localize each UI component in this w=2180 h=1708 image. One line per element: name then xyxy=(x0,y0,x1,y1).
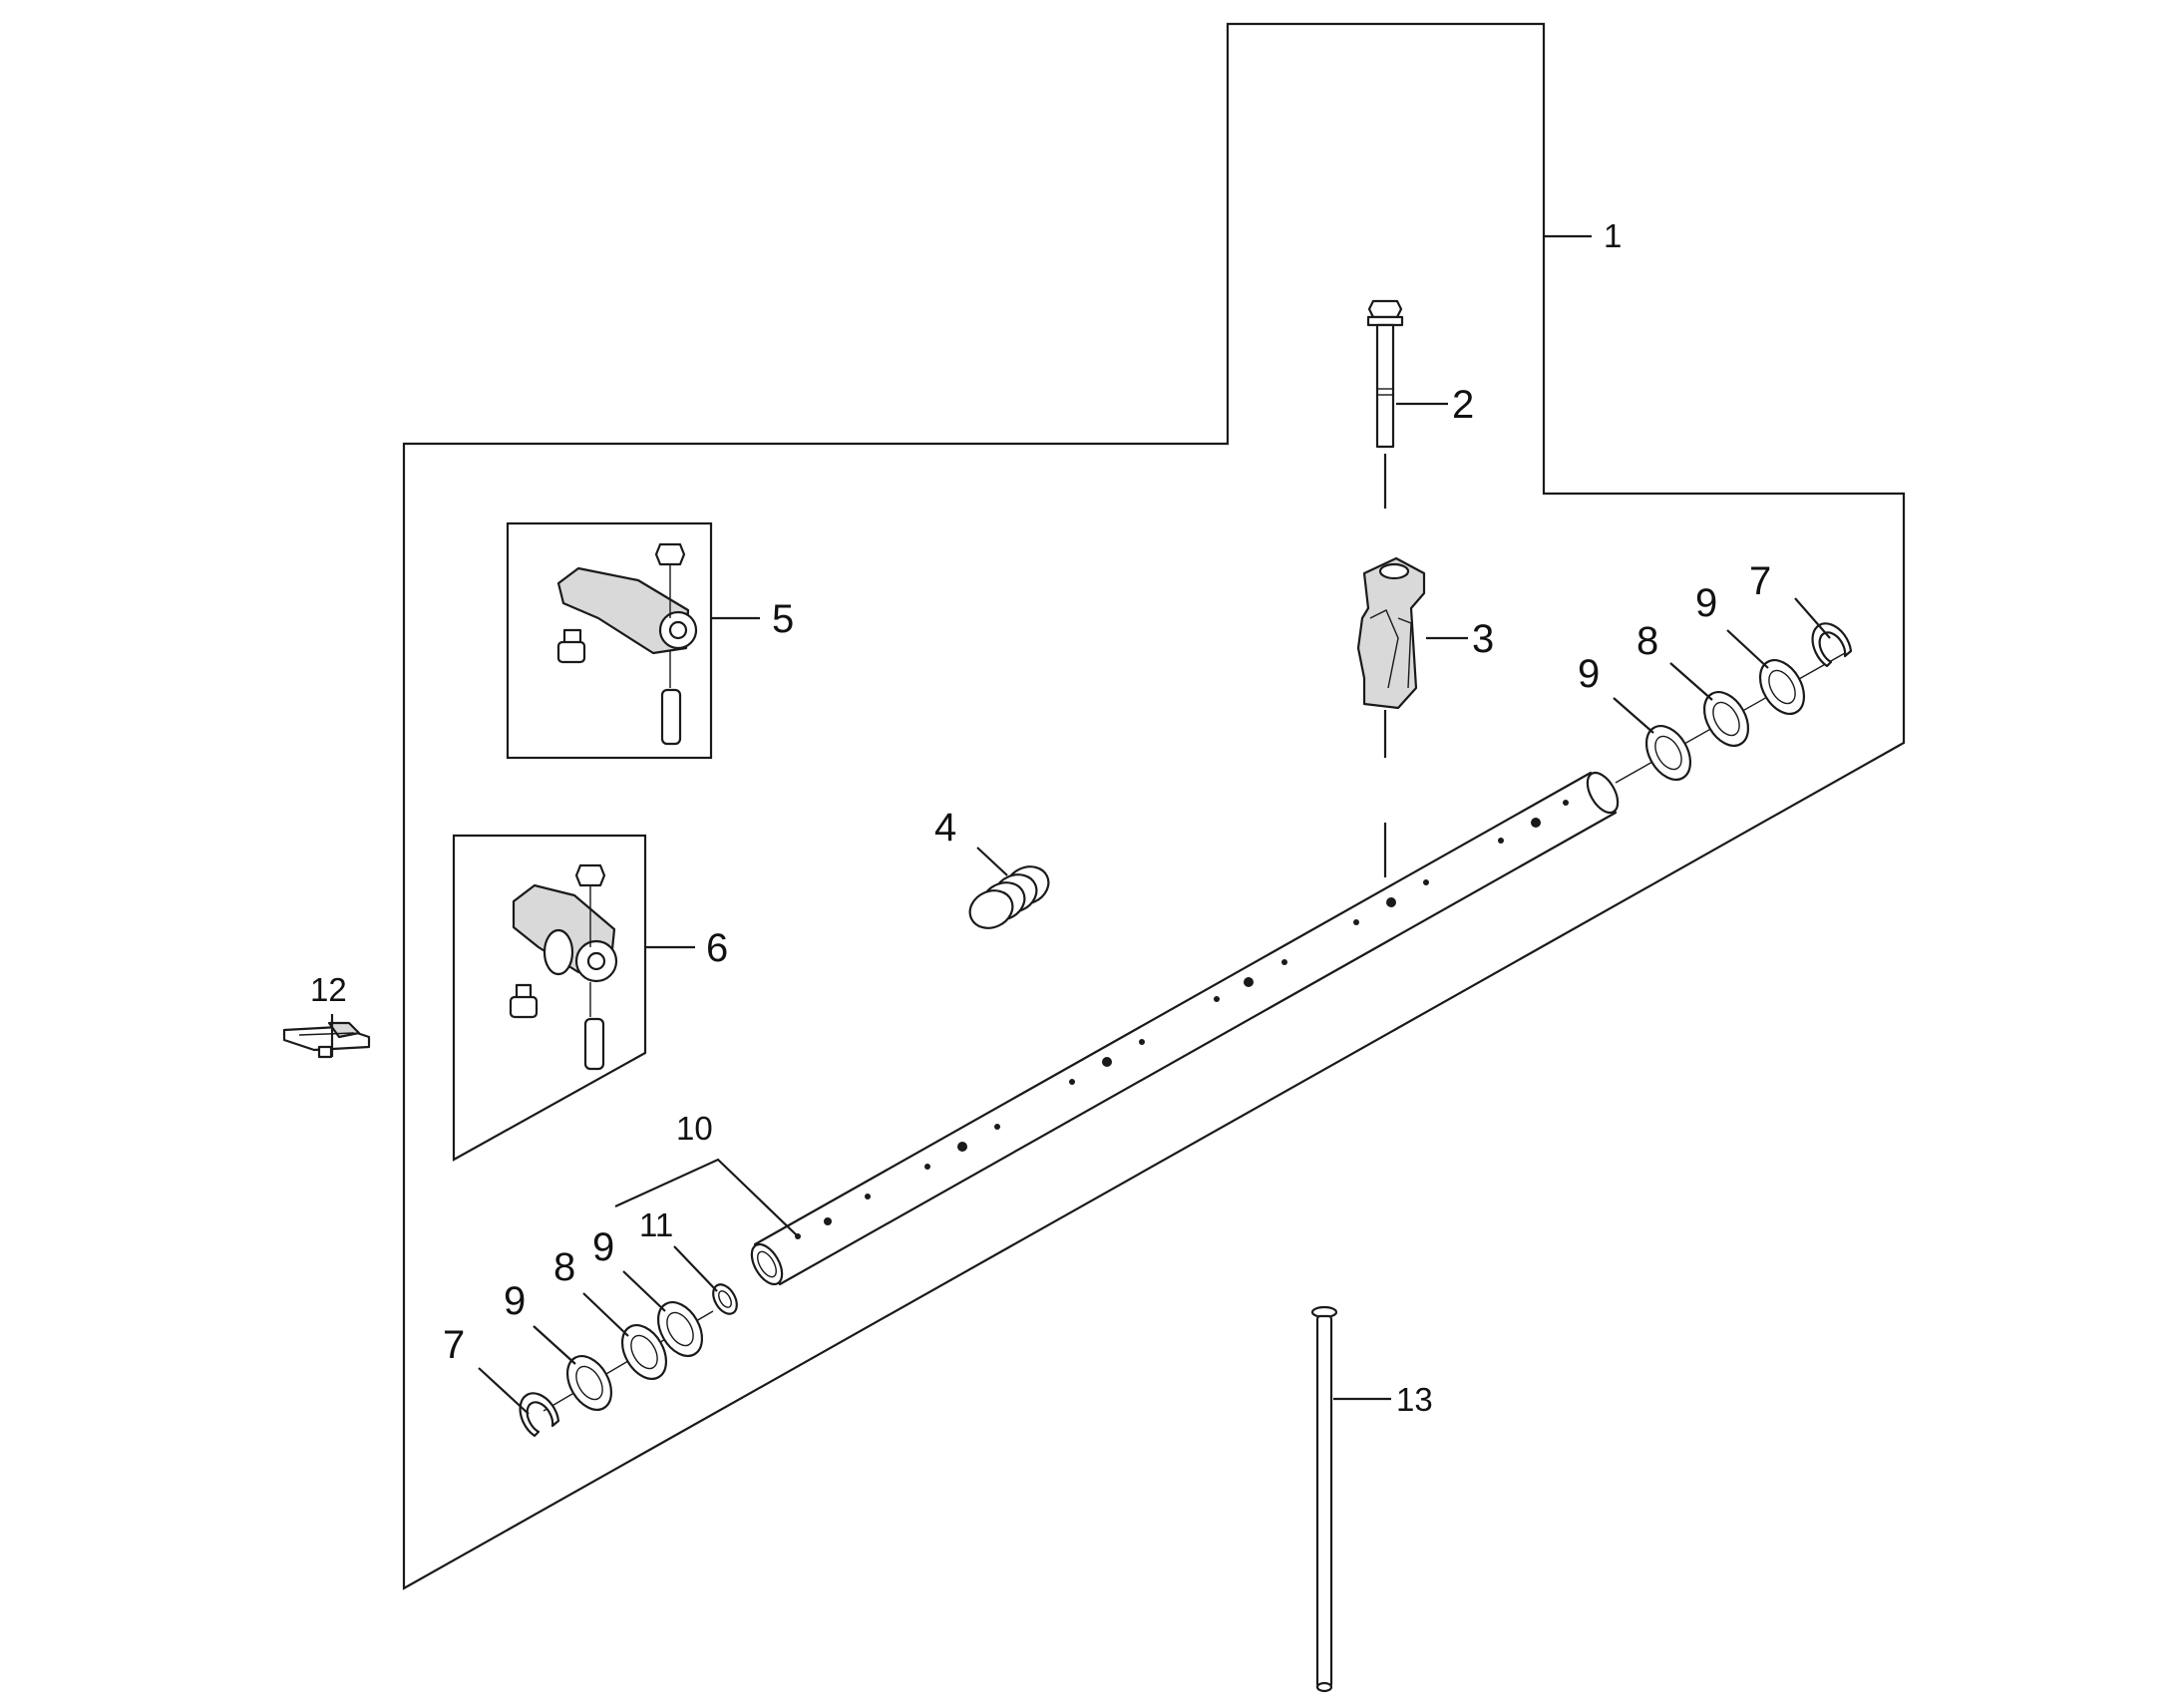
leader-10 xyxy=(614,1158,799,1237)
washer-9-right-inner xyxy=(1644,725,1692,781)
callout-9-left-a: 9 xyxy=(504,1279,526,1323)
washer-8-right xyxy=(1702,691,1750,747)
washer-9-right-outer xyxy=(1758,659,1806,715)
callout-9-right-b: 9 xyxy=(1695,581,1717,625)
leader-8-right xyxy=(1669,662,1713,701)
leader-11 xyxy=(673,1245,718,1292)
leader-9-left-b xyxy=(622,1270,666,1312)
circlip-7-right xyxy=(1811,622,1853,668)
callout-4: 4 xyxy=(934,806,956,850)
assembly-boundary xyxy=(402,22,1906,1590)
leader-8-left xyxy=(582,1292,629,1337)
spring-part xyxy=(968,865,1050,929)
leader-9-right-b xyxy=(1726,629,1769,669)
washer-9-left-outer xyxy=(565,1355,613,1411)
push-rod-13-part xyxy=(1310,1305,1338,1693)
callout-9-right-a: 9 xyxy=(1578,652,1600,696)
leader-7-left xyxy=(478,1367,530,1415)
rocker-shaft-part xyxy=(750,771,1620,1286)
callout-11: 11 xyxy=(639,1206,673,1243)
clip-12-part xyxy=(282,1021,371,1059)
callout-7-right: 7 xyxy=(1749,559,1771,603)
leader-7-right xyxy=(1794,597,1831,639)
shaft-oil-holes xyxy=(795,800,1569,1239)
callout-9-left-b: 9 xyxy=(592,1225,614,1269)
rocker-arm-5-box xyxy=(506,521,713,760)
circlip-7-left xyxy=(519,1392,560,1438)
callout-8-right: 8 xyxy=(1636,619,1658,663)
callout-7-left: 7 xyxy=(443,1323,465,1367)
leader-9-right-a xyxy=(1613,697,1654,734)
rocker-arm-6-box xyxy=(452,834,647,1162)
leader-4 xyxy=(976,847,1008,876)
callout-12: 12 xyxy=(310,971,347,1008)
callout-8-left: 8 xyxy=(553,1245,575,1289)
callout-6: 6 xyxy=(706,926,728,970)
bolt-part xyxy=(1366,299,1404,509)
callout-1: 1 xyxy=(1604,217,1622,254)
callout-3: 3 xyxy=(1472,617,1494,661)
callout-13: 13 xyxy=(1396,1381,1433,1418)
callout-10: 10 xyxy=(676,1110,713,1147)
callout-5: 5 xyxy=(772,597,794,641)
rocker-support-part xyxy=(1356,556,1426,877)
callout-2: 2 xyxy=(1452,383,1474,427)
leader-9-left-a xyxy=(533,1325,576,1365)
